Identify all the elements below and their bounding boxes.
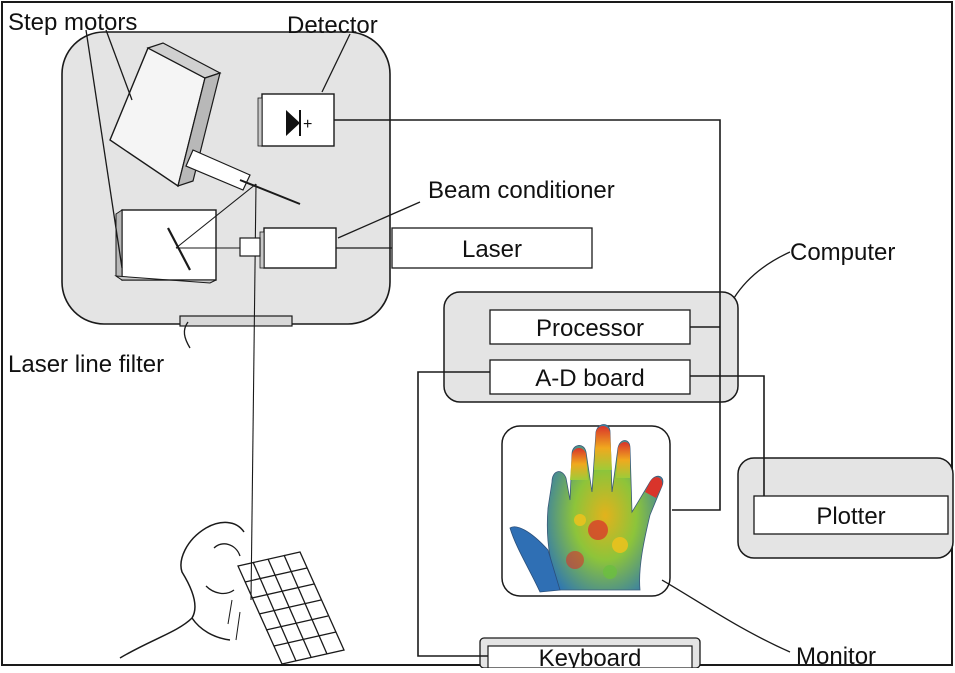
label-keyboard: Keyboard bbox=[539, 645, 642, 668]
label-step-motors: Step motors bbox=[8, 9, 137, 36]
label-beam-conditioner: Beam conditioner bbox=[428, 177, 615, 204]
ad-board-box bbox=[489, 359, 691, 395]
label-processor: Processor bbox=[536, 315, 644, 342]
label-computer: Computer bbox=[790, 239, 895, 266]
scan-mirror-lower bbox=[167, 227, 191, 271]
leader-lines bbox=[85, 29, 791, 653]
step-motor-lower bbox=[114, 209, 217, 284]
step-motor-upper bbox=[109, 42, 251, 191]
laser-line-filter-slot bbox=[179, 315, 293, 327]
hand-thermal-map-icon bbox=[509, 424, 664, 593]
detector-symbol: + bbox=[303, 116, 312, 133]
detector-box bbox=[257, 93, 335, 147]
hand-with-scan-grid-icon bbox=[119, 521, 345, 665]
processor-box bbox=[489, 309, 691, 345]
plotter-box bbox=[753, 495, 949, 535]
label-laser-line-filter: Laser line filter bbox=[8, 351, 164, 378]
scan-mirror-upper bbox=[239, 179, 301, 205]
label-plotter: Plotter bbox=[816, 503, 885, 530]
detector-icon bbox=[286, 110, 301, 136]
laser-box bbox=[391, 227, 593, 269]
beam-conditioner-box bbox=[239, 227, 337, 269]
signal-wires bbox=[334, 119, 765, 657]
label-ad-board: A-D board bbox=[535, 365, 644, 392]
label-detector: Detector bbox=[287, 12, 378, 39]
label-laser: Laser bbox=[462, 236, 522, 263]
label-monitor: Monitor bbox=[796, 643, 876, 668]
